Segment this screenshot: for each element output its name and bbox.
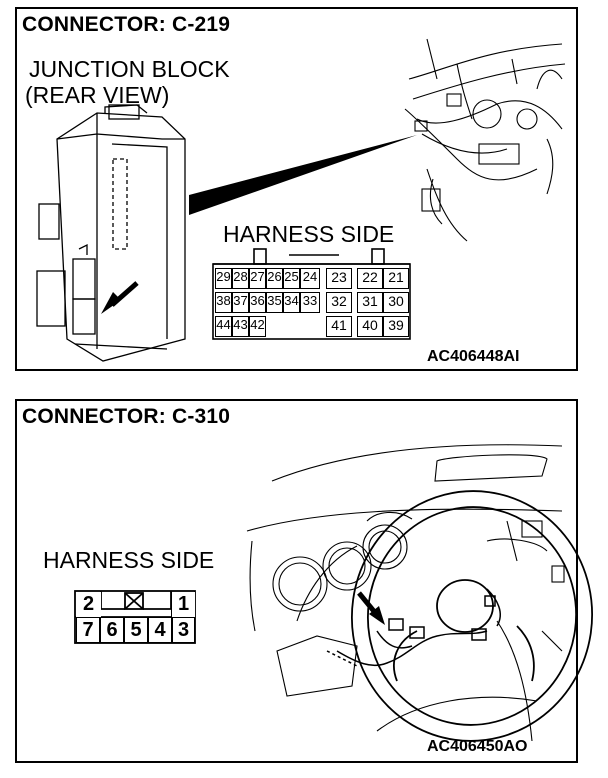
pin-3: 3 <box>172 617 195 643</box>
pin-41: 41 <box>326 316 352 337</box>
pin-36: 36 <box>249 292 266 313</box>
connector-c310-title: CONNECTOR: C-310 <box>22 405 231 428</box>
pin-33: 33 <box>300 292 320 313</box>
connector-c219-panel: CONNECTOR: C-219 JUNCTION BLOCK (REAR VI… <box>15 7 578 371</box>
connector-c310-panel: CONNECTOR: C-310 HARNESS SIDE AC406450AO <box>15 399 593 763</box>
pin-5: 5 <box>124 617 148 643</box>
pin-38: 38 <box>215 292 232 313</box>
pin-32: 32 <box>326 292 352 313</box>
pin-24: 24 <box>300 268 320 289</box>
pin-37: 37 <box>232 292 249 313</box>
pin-42: 42 <box>249 316 266 337</box>
harness-side-label-c219: HARNESS SIDE <box>223 221 395 247</box>
pin-4: 4 <box>148 617 172 643</box>
pin-21: 21 <box>383 268 409 289</box>
pin-44: 44 <box>215 316 232 337</box>
connector-c219-title: CONNECTOR: C-219 <box>22 13 231 36</box>
figure-code-c310: AC406450AO <box>427 738 528 755</box>
pin-7: 7 <box>76 617 100 643</box>
pin-43: 43 <box>232 316 249 337</box>
harness-side-label-c310: HARNESS SIDE <box>43 547 215 573</box>
pin-30: 30 <box>383 292 409 313</box>
pin-6: 6 <box>100 617 124 643</box>
pin-31: 31 <box>357 292 383 313</box>
pin-35: 35 <box>266 292 283 313</box>
pin-40: 40 <box>357 316 383 337</box>
rear-view-caption: (REAR VIEW) <box>25 82 170 108</box>
pin-28: 28 <box>232 268 249 289</box>
junction-block-caption: JUNCTION BLOCK <box>29 56 230 82</box>
pin-23: 23 <box>326 268 352 289</box>
dashboard-illustration <box>74 444 593 742</box>
pin-25: 25 <box>283 268 300 289</box>
pin-26: 26 <box>266 268 283 289</box>
pin-2: 2 <box>76 592 101 617</box>
pin-39: 39 <box>383 316 409 337</box>
pin-29: 29 <box>215 268 232 289</box>
figure-code-c219: AC406448AI <box>427 348 520 365</box>
pin-22: 22 <box>357 268 383 289</box>
pin-27: 27 <box>249 268 266 289</box>
pin-1: 1 <box>171 592 195 617</box>
junction-block-illustration <box>36 38 566 362</box>
pin-34: 34 <box>283 292 300 313</box>
